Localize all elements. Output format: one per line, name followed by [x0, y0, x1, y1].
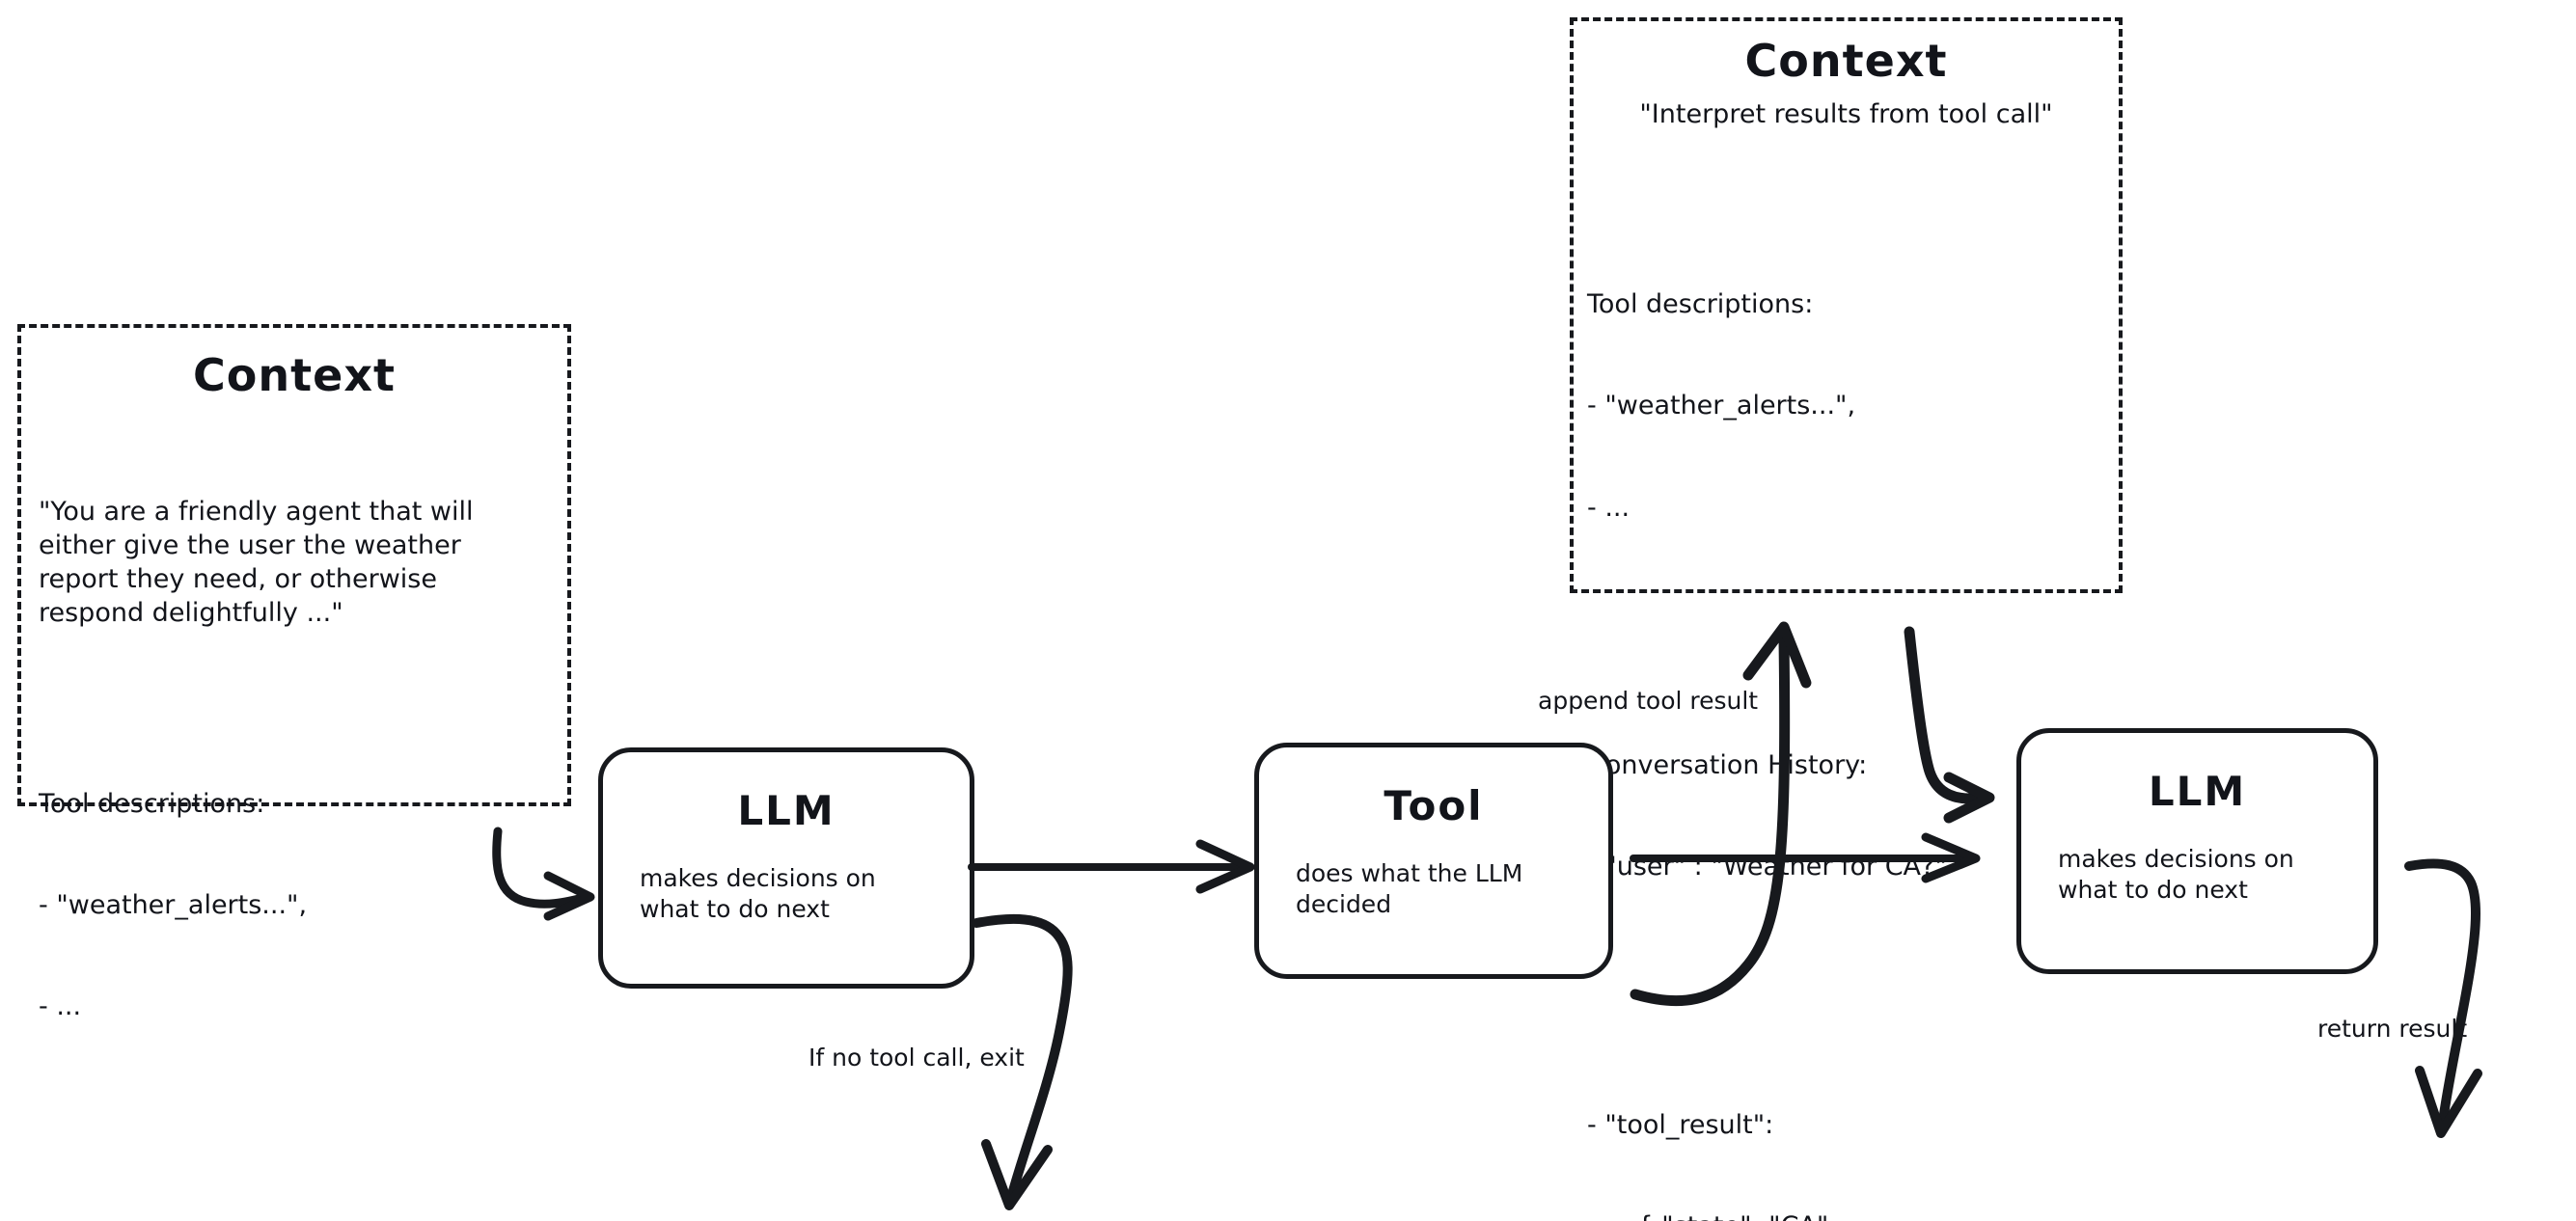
context-left-tool-descriptions: Tool descriptions: - "weather_alerts..."… — [39, 719, 567, 1091]
context-left-system-prompt: "You are a friendly agent that will eith… — [39, 496, 474, 629]
edge-label-append-tool-result: append tool result — [1538, 687, 1759, 715]
context-right-system-prompt: "Interpret results from tool call" — [1639, 98, 2053, 129]
tool-result-label: - "tool_result": — [1587, 1110, 1774, 1141]
context-right-title: Context — [1744, 35, 1948, 87]
context-left-conversation: Conversation History: - "user" : "Weathe… — [39, 1180, 567, 1221]
node-llm-second[interactable]: LLM makes decisions on what to do next — [2016, 728, 2378, 974]
context-box-left: Context "You are a friendly agent that w… — [17, 324, 571, 1021]
edge-label-return-result: return result — [2317, 1015, 2468, 1043]
context-right-tool-descriptions: Tool descriptions: - "weather_alerts..."… — [1587, 220, 2119, 592]
node-llm-first-title: LLM — [737, 787, 836, 834]
context-left-body: "You are a friendly agent that will eith… — [39, 427, 567, 1221]
context-right-tool-result: - "tool_result": { "state": "CA", [ { "r… — [1587, 1041, 2119, 1221]
node-llm-second-title: LLM — [2148, 768, 2247, 815]
node-llm-first-subtitle: makes decisions on what to do next — [640, 864, 876, 923]
context-box-right: Context "Interpret results from tool cal… — [1570, 17, 2123, 1221]
tool-descriptions-heading: Tool descriptions: — [1587, 288, 1814, 319]
node-llm-second-subtitle: makes decisions on what to do next — [2058, 845, 2294, 904]
tool-result-line-1: { "state": "CA", — [1587, 1209, 2119, 1221]
tool-descriptions-item-1: - "weather_alerts...", — [1587, 391, 1856, 421]
node-tool[interactable]: Tool does what the LLM decided — [1254, 743, 1613, 979]
tool-descriptions-item-1: - "weather_alerts...", — [39, 889, 308, 920]
arrow-llm-second-return — [2404, 858, 2482, 1138]
edge-label-if-no-tool-call-exit: If no tool call, exit — [808, 1044, 1025, 1072]
tool-descriptions-item-2: - ... — [39, 991, 82, 1022]
node-tool-title: Tool — [1384, 782, 1484, 829]
arrow-llm-first-to-tool — [968, 839, 1255, 894]
tool-descriptions-item-2: - ... — [1587, 492, 1631, 523]
tool-descriptions-heading: Tool descriptions: — [39, 788, 265, 819]
node-tool-subtitle: does what the LLM decided — [1296, 859, 1523, 918]
context-left-title: Context — [193, 349, 396, 401]
node-llm-first[interactable]: LLM makes decisions on what to do next — [598, 747, 974, 989]
